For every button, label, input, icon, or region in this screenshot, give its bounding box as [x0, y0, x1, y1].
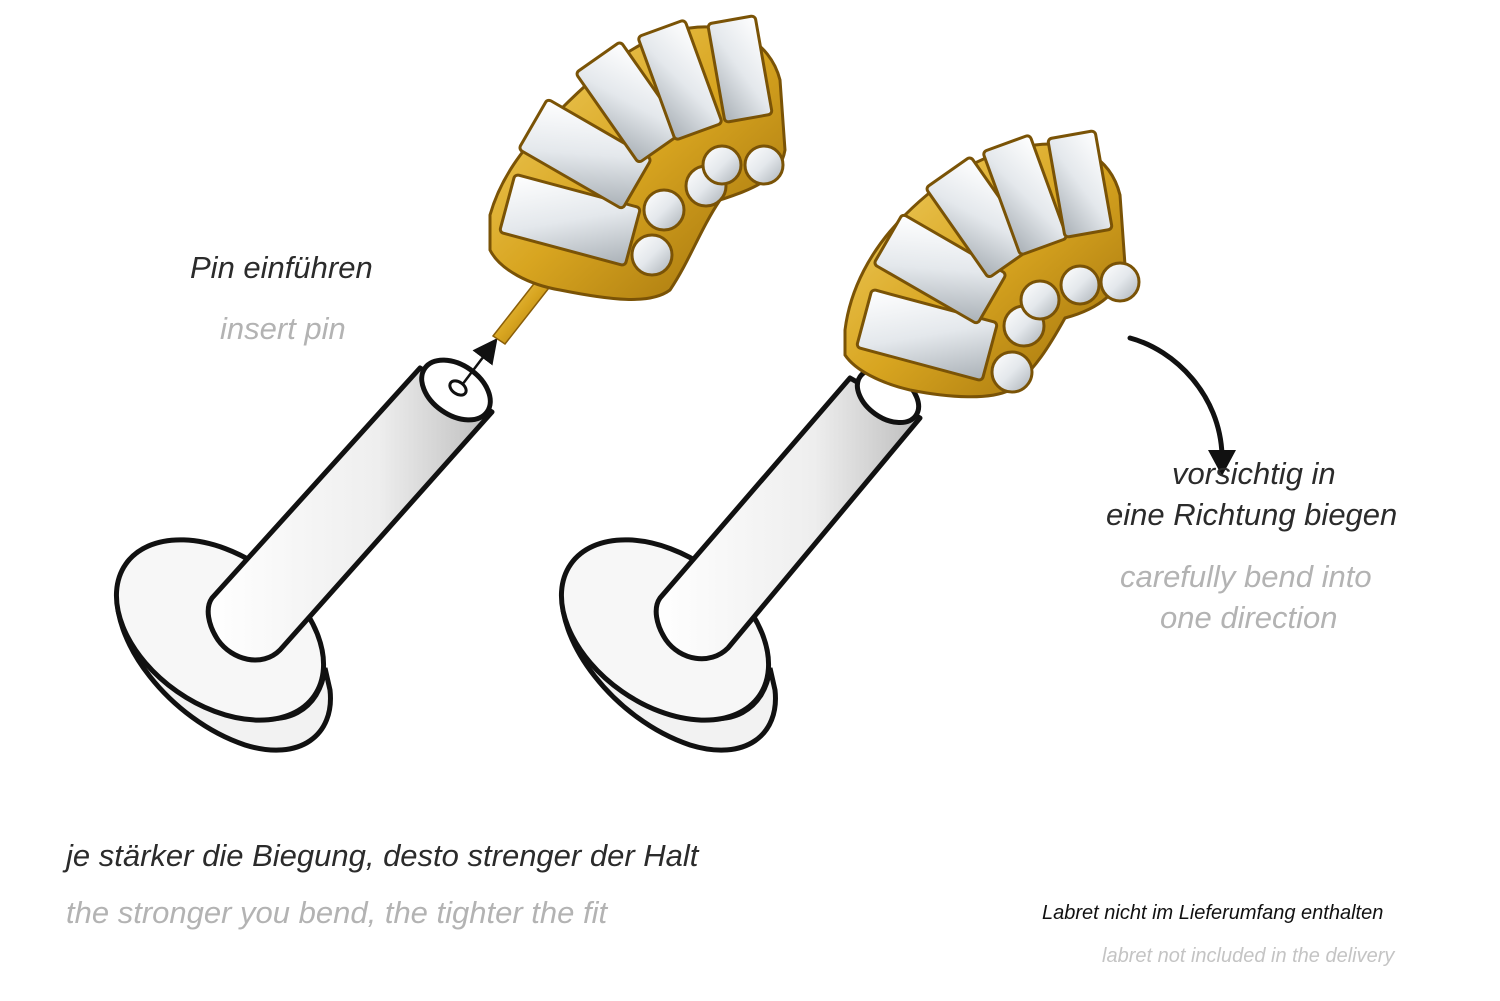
top-left-stone	[637, 19, 723, 141]
tip-label-de: je stärker die Biegung, desto strenger d…	[66, 838, 699, 873]
bend-label-de-line1: vorsichtig in	[1172, 456, 1336, 491]
top-left-stone	[498, 173, 642, 267]
bend-label-en-line1: carefully bend into	[1120, 559, 1372, 594]
labret-left-shaft	[205, 365, 495, 663]
top-left-stone	[706, 14, 774, 124]
top-left-round-stone	[701, 144, 743, 186]
bend-arrow-head	[1208, 450, 1236, 476]
top-left-round-stone	[630, 233, 674, 277]
bend-arrow	[1127, 335, 1225, 458]
tip-label-en: the stronger you bend, the tighter the f…	[66, 895, 608, 930]
insert-arrow	[461, 338, 498, 386]
top-right-round-stone	[990, 350, 1034, 394]
top-right-round-stone	[1019, 279, 1061, 321]
labret-right	[558, 366, 923, 753]
top-left-round-stone	[743, 144, 785, 186]
top-right-stone	[1046, 129, 1114, 239]
top-right-stone	[982, 134, 1068, 256]
top-right-stone	[873, 213, 1007, 325]
bend-label-en-line2: one direction	[1160, 600, 1338, 635]
top-left-round-stone	[642, 188, 686, 232]
top-right-round-stone	[1059, 264, 1101, 306]
top-right-stone	[855, 288, 999, 382]
insert-pin-label-de: Pin einführen	[190, 250, 373, 285]
top-right-round-stone	[1099, 261, 1141, 303]
insert-pin-label-en: insert pin	[220, 311, 346, 346]
note-label-de: Labret nicht im Lieferumfang enthalten	[1042, 902, 1384, 924]
note-label-en: labret not included in the delivery	[1102, 945, 1395, 967]
bend-label-de-line2: eine Richtung biegen	[1106, 497, 1398, 532]
labret-right-shaft	[653, 375, 923, 662]
labret-left	[113, 357, 495, 753]
top-right	[843, 129, 1141, 399]
top-left-stone	[518, 98, 652, 210]
top-left	[488, 14, 787, 346]
top-left-stone	[575, 41, 684, 164]
